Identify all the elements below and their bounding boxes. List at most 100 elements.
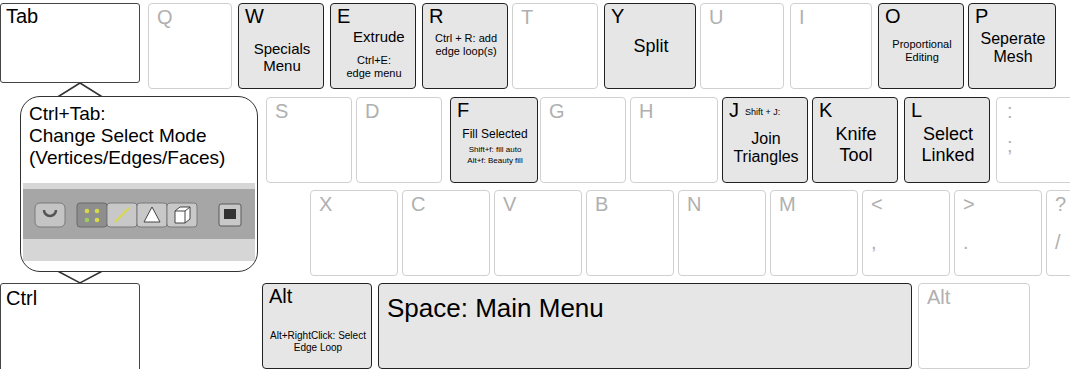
keyboard-key: EExtrudeCtrl+E: edge menu [330, 3, 416, 89]
shortcut-text: Space: Main Menu [387, 294, 604, 324]
keyboard-key: T [512, 3, 598, 89]
key-label: N [687, 193, 701, 216]
shortcut-text: Shift + J: [745, 107, 805, 117]
key-label: L [911, 99, 922, 122]
keyboard-key: N [678, 190, 766, 276]
vertex-dot [85, 209, 90, 214]
key-label: K [819, 99, 832, 122]
render-icon [224, 209, 236, 219]
face-button [137, 203, 167, 227]
key-label: S [275, 100, 288, 123]
render-button [219, 204, 241, 226]
key-label: D [365, 100, 379, 123]
key-label: B [595, 193, 608, 216]
key-label: I [799, 6, 805, 29]
keyboard-key: I [790, 3, 872, 89]
shortcut-text: Specials Menu [239, 40, 325, 75]
keyboard-key: H [630, 97, 718, 183]
keyboard-key: Q [148, 3, 232, 89]
shortcut-text: . [963, 231, 969, 254]
key-label: : [1007, 100, 1013, 123]
edge-button [107, 203, 137, 227]
shortcut-text: Knife Tool [821, 124, 891, 165]
keyboard-key: >. [954, 190, 1042, 276]
keyboard-key: PSeperate Mesh [968, 3, 1056, 89]
vertex-dot [95, 209, 100, 214]
key-label: V [503, 193, 516, 216]
shortcut-text: Alt+f: Beauty fill [451, 156, 539, 165]
keyboard-key: G [540, 97, 626, 183]
key-label: Alt [269, 285, 292, 308]
keyboard-key: J Shift + J: Join Triangles [722, 97, 808, 183]
keyboard-key: S [266, 97, 352, 183]
shortcut-text: Proportional Editing [879, 38, 965, 63]
keyboard-key: Alt [918, 283, 1030, 369]
shortcut-text: Select Linked [913, 124, 983, 165]
key-label: Alt [927, 286, 950, 309]
callout-tail [58, 271, 102, 283]
toolbar-band [23, 189, 255, 239]
keyboard-key: Tab [0, 3, 140, 83]
keyboard-key: B [586, 190, 674, 276]
keyboard-key: V [494, 190, 582, 276]
keyboard-key: M [770, 190, 858, 276]
keyboard-key: AltAlt+RightClick: Select Edge Loop [262, 283, 372, 369]
keyboard-key: D [356, 97, 442, 183]
keyboard-key: :; [996, 97, 1070, 183]
keyboard-key: ?/ [1046, 190, 1070, 276]
keyboard-key: W Specials Menu [238, 3, 324, 89]
key-label: T [521, 6, 533, 29]
vertex-button [77, 203, 107, 227]
key-label: Tab [6, 5, 38, 28]
shortcut-text: Seperate Mesh [969, 30, 1057, 67]
key-label: Q [157, 6, 173, 29]
keyboard-key: Y Split [604, 3, 696, 89]
shortcut-text: Extrude [353, 28, 415, 45]
toolbar-ground [23, 183, 255, 261]
key-label: M [779, 193, 796, 216]
callout-bubble: Ctrl+Tab:Change Select Mode (Vertices/Ed… [20, 96, 258, 272]
key-label: R [429, 5, 443, 28]
key-label: P [975, 5, 988, 28]
key-label: H [639, 100, 653, 123]
key-label: U [709, 6, 723, 29]
shortcut-text: Ctrl+E: edge menu [344, 54, 404, 79]
vertex-dot [95, 218, 100, 223]
keyboard-key: U [700, 3, 784, 89]
key-label: ? [1055, 193, 1066, 216]
key-label: < [871, 193, 883, 216]
callout-tail [58, 83, 102, 97]
shortcut-text: Change Select Mode (Vertices/Edges/Faces… [29, 125, 251, 169]
shortcut-text: Join Triangles [723, 130, 809, 167]
shortcut-text: Fill Selected [451, 128, 539, 142]
keyboard-key: <, [862, 190, 950, 276]
shortcut-text: Alt+RightClick: Select Edge Loop [267, 330, 369, 353]
shortcut-text: ; [1007, 134, 1013, 157]
keyboard-key: Space: Main Menu [378, 283, 912, 369]
shortcut-text: Ctrl + R: add edge loop(s) [429, 32, 503, 57]
vertex-dot [85, 218, 90, 223]
keyboard-key: FFill SelectedShift+f: fill autoAlt+f: B… [450, 97, 538, 183]
shortcut-text: Split [605, 36, 697, 57]
key-label: C [411, 193, 425, 216]
key-label: O [885, 5, 901, 28]
key-label: J [729, 99, 739, 122]
key-label: W [245, 5, 264, 28]
shortcut-text: Ctrl+Tab: [29, 103, 251, 125]
shortcut-text: / [1055, 231, 1061, 254]
keyboard-key: Ctrl [0, 283, 140, 369]
keyboard-key: O Proportional Editing [878, 3, 964, 89]
keyboard-key: X [310, 190, 398, 276]
shortcut-text: , [871, 231, 877, 254]
cube-icon [175, 207, 190, 223]
edge-icon [115, 208, 129, 222]
toolbar-picture [23, 183, 255, 261]
occlude-button [167, 203, 197, 227]
key-label: Ctrl [6, 287, 37, 310]
face-icon [144, 207, 160, 222]
key-label: Y [611, 5, 624, 28]
key-label: E [337, 5, 350, 28]
keyboard-key: KKnife Tool [812, 97, 898, 183]
keyboard-key: LSelect Linked [904, 97, 990, 183]
